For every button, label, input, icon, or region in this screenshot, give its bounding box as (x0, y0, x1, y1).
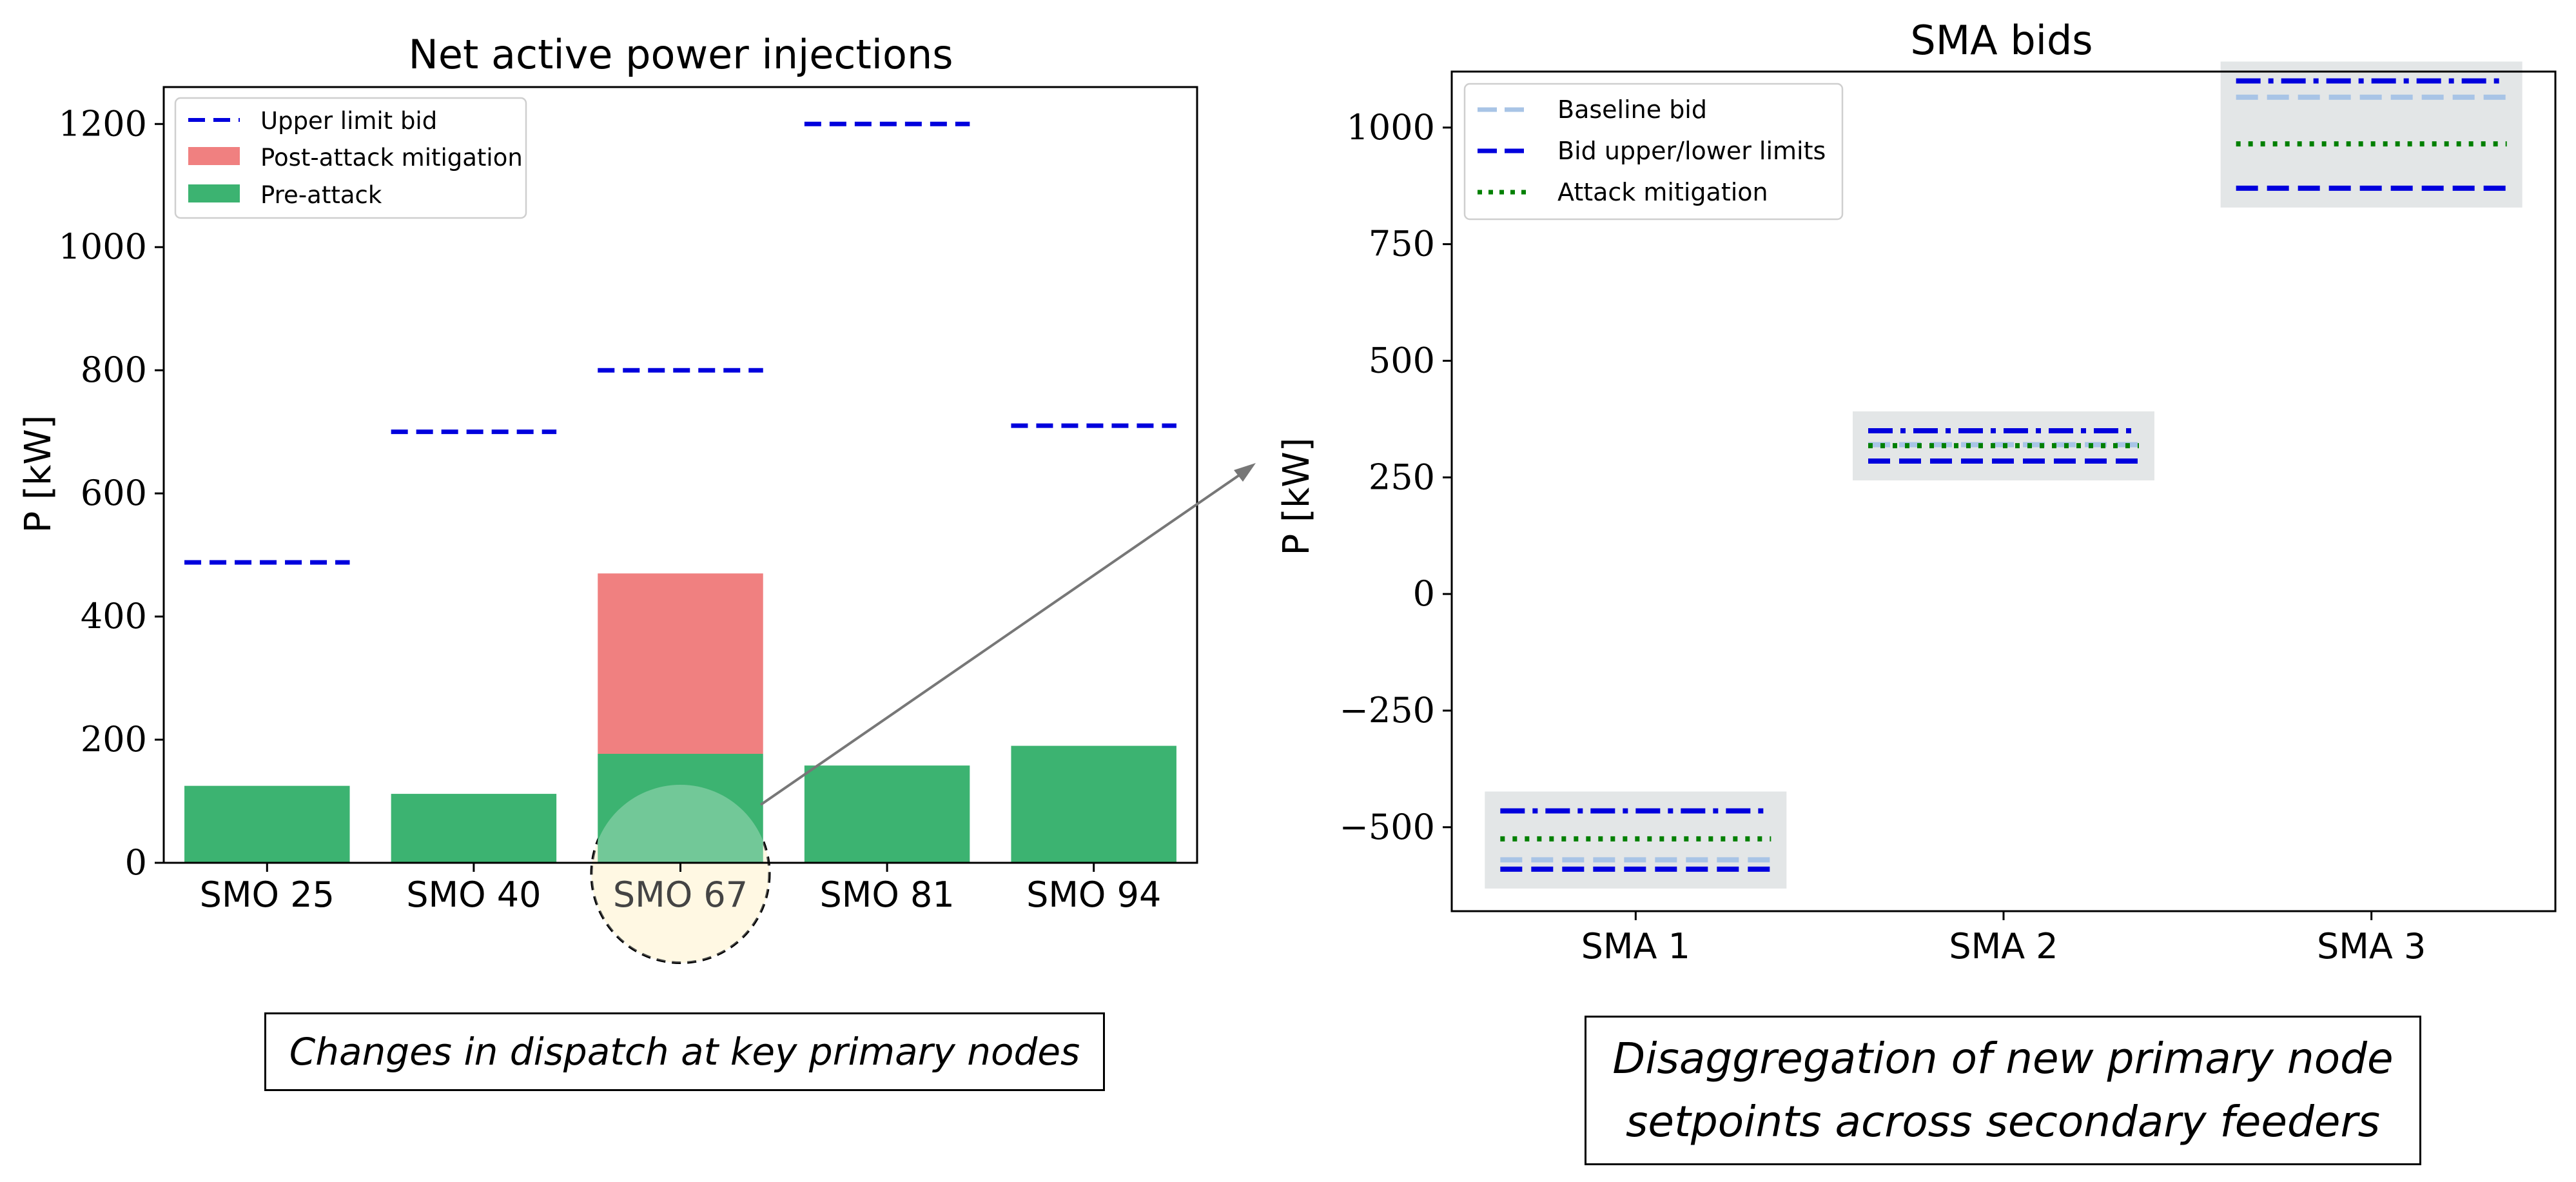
band-sma-3 (2220, 61, 2522, 208)
right-y-axis-label: P [kW] (1276, 437, 1318, 555)
bar-pre-attack-smo-81 (804, 765, 970, 863)
right-legend-box (1463, 83, 1844, 221)
x-tick-label: SMO 25 (200, 874, 335, 915)
x-tick-label: SMO 81 (819, 874, 954, 915)
y-tick-label: 600 (81, 473, 147, 513)
right-plot-frame (1450, 70, 2557, 912)
legend-upper-limit-label: Upper limit bid (260, 107, 437, 135)
bar-pre-attack-smo-40 (391, 794, 557, 863)
left-legend: Upper limit bid Post-attack mitigation P… (174, 97, 527, 219)
x-tick-label: SMA 3 (2317, 926, 2426, 967)
y-tick-label: 1000 (1347, 107, 1435, 148)
left-legend-box (174, 97, 527, 219)
connector-arrow (759, 463, 1256, 806)
y-tick-label: −500 (1340, 807, 1435, 847)
bar-pre-attack-smo-25 (184, 785, 350, 863)
x-tick-label: SMA 2 (1949, 926, 2058, 967)
y-tick-label: 200 (81, 719, 147, 760)
legend-limits-label: Bid upper/lower limits (1557, 137, 1826, 165)
legend-pre-attack-label: Pre-attack (260, 181, 382, 209)
right-caption: Disaggregation of new primary node setpo… (1585, 1016, 2421, 1165)
legend-pre-attack-swatch (188, 184, 240, 202)
y-tick-label: 750 (1369, 224, 1435, 264)
left-y-ticks: 0 200 400 600 800 1000 1200 (59, 103, 164, 883)
right-shaded-bands (1485, 61, 2522, 889)
y-tick-label: 800 (81, 350, 147, 390)
right-chart: SMA bids P [kW] −500 −250 0 250 500 750 1000 S… (1276, 17, 2557, 967)
y-tick-label: 250 (1369, 457, 1435, 497)
highlight-overlay (591, 785, 770, 963)
bar-post-attack-smo-67 (598, 573, 763, 754)
left-caption: Changes in dispatch at key primary nodes (264, 1012, 1105, 1091)
bar-pre-attack-smo-67 (598, 754, 763, 863)
left-upper-limit-lines (184, 121, 1176, 565)
y-tick-label: 500 (1369, 340, 1435, 380)
y-tick-label: 0 (1413, 573, 1435, 614)
y-tick-label: 400 (81, 596, 147, 636)
legend-post-attack-swatch (188, 147, 240, 165)
legend-post-attack-label: Post-attack mitigation (260, 144, 523, 172)
right-chart-title: SMA bids (1910, 17, 2093, 64)
right-y-ticks: −500 −250 0 250 500 750 1000 (1340, 107, 1452, 847)
left-chart-title: Net active power injections (408, 31, 953, 78)
legend-mitigation-label: Attack mitigation (1557, 178, 1768, 206)
right-legend: Baseline bid Bid upper/lower limits Atta… (1463, 83, 1844, 221)
x-tick-label: SMO 67 (613, 874, 748, 915)
right-x-ticks: SMA 1 SMA 2 SMA 3 (1581, 911, 2426, 967)
left-y-axis-label: P [kW] (17, 415, 59, 533)
y-tick-label: 1200 (59, 103, 147, 144)
left-x-ticks: SMO 25 SMO 40 SMO 67 SMO 81 SMO 94 (200, 863, 1161, 915)
left-plot-frame (162, 86, 1198, 864)
left-bars (184, 573, 1176, 963)
right-bid-lines (1500, 78, 2507, 872)
bar-pre-attack-smo-94 (1011, 745, 1176, 863)
y-tick-label: 0 (125, 842, 147, 883)
x-tick-label: SMA 1 (1581, 926, 1690, 967)
legend-baseline-label: Baseline bid (1557, 95, 1707, 124)
left-chart: Net active power injections P [kW] 0 200 4… (17, 31, 1198, 964)
x-tick-label: SMO 40 (406, 874, 541, 915)
y-tick-label: 1000 (59, 226, 147, 267)
y-tick-label: −250 (1340, 690, 1435, 731)
x-tick-label: SMO 94 (1026, 874, 1161, 915)
